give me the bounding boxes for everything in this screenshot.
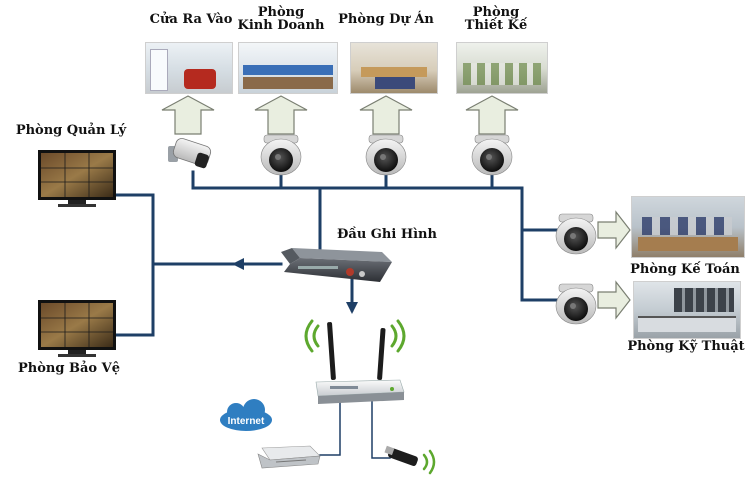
desks-shape — [243, 65, 333, 75]
up-arrow-3 — [359, 95, 413, 135]
recorder-to-monitors-arrow — [232, 258, 244, 270]
photo-cua-ra-vao — [145, 42, 233, 94]
label-line: Phòng — [257, 5, 305, 20]
photo-ky-thuat — [633, 281, 741, 339]
camera-bus-line — [191, 170, 494, 190]
window-shape — [150, 49, 168, 91]
dome-camera-icon — [555, 213, 597, 255]
up-arrow-4 — [465, 95, 519, 135]
label-line: Kinh Doanh — [237, 18, 325, 33]
label-quan-ly: Phòng Quản Lý — [15, 123, 127, 138]
desk-shape — [638, 316, 736, 332]
up-arrow-2 — [254, 95, 308, 135]
right-arrow-1 — [597, 210, 631, 250]
wifi-router-icon — [304, 319, 406, 404]
desk-shape — [184, 69, 216, 89]
bullet-camera-icon — [168, 138, 212, 169]
right-arrow-2 — [597, 280, 631, 320]
modem-icon — [257, 445, 321, 469]
photo-kinh-doanh — [238, 42, 338, 94]
label-cua-ra-vao: Cửa Ra Vào — [142, 13, 240, 26]
usb-wifi-dongle-icon — [384, 445, 436, 475]
servers-shape — [674, 288, 734, 312]
dome-camera-icon — [260, 134, 302, 176]
label-ky-thuat: Phòng Kỹ Thuật — [627, 339, 745, 354]
desks-shape-2 — [243, 77, 333, 89]
internet-label: Internet — [228, 416, 265, 427]
label-kinh-doanh: Phòng Kinh Doanh — [228, 6, 334, 32]
photo-thiet-ke — [456, 42, 548, 94]
up-arrow-1 — [161, 95, 215, 135]
chairs-shape — [375, 77, 415, 89]
photo-ke-toan — [631, 196, 745, 258]
internet-cloud-icon: Internet — [220, 399, 272, 431]
recorder-down-arrow — [346, 302, 358, 314]
monitor-icon — [38, 150, 116, 207]
label-dau-ghi-hinh: Đầu Ghi Hình — [337, 227, 437, 242]
desk-shape — [638, 237, 738, 251]
recorder-to-monitors-line — [114, 193, 283, 266]
dvr-recorder-icon — [281, 248, 392, 282]
network-lines — [114, 170, 558, 459]
monitor-icon — [38, 300, 116, 357]
desk-shape — [361, 67, 427, 77]
label-line: Phòng Dự Án — [338, 12, 434, 27]
up-arrows — [161, 95, 519, 135]
label-du-an: Phòng Dự Án — [336, 13, 436, 26]
dome-camera-icon — [555, 283, 597, 325]
label-thiet-ke: Phòng Thiết Kế — [448, 6, 544, 32]
label-line: Phòng — [472, 5, 520, 20]
monitor-2-line — [114, 262, 155, 337]
label-line: Cửa Ra Vào — [149, 12, 233, 27]
label-ke-toan: Phòng Kế Toán — [630, 262, 740, 277]
label-line: Thiết Kế — [464, 18, 528, 33]
desks-shape — [463, 63, 541, 85]
dome-camera-icon — [471, 134, 513, 176]
right-arrows — [597, 210, 631, 320]
label-bao-ve: Phòng Bảo Vệ — [18, 361, 120, 376]
dome-camera-icon — [365, 134, 407, 176]
bus-to-right-cams-line — [490, 186, 558, 302]
router-links — [319, 399, 391, 459]
people-shape — [642, 217, 732, 235]
photo-du-an — [350, 42, 438, 94]
